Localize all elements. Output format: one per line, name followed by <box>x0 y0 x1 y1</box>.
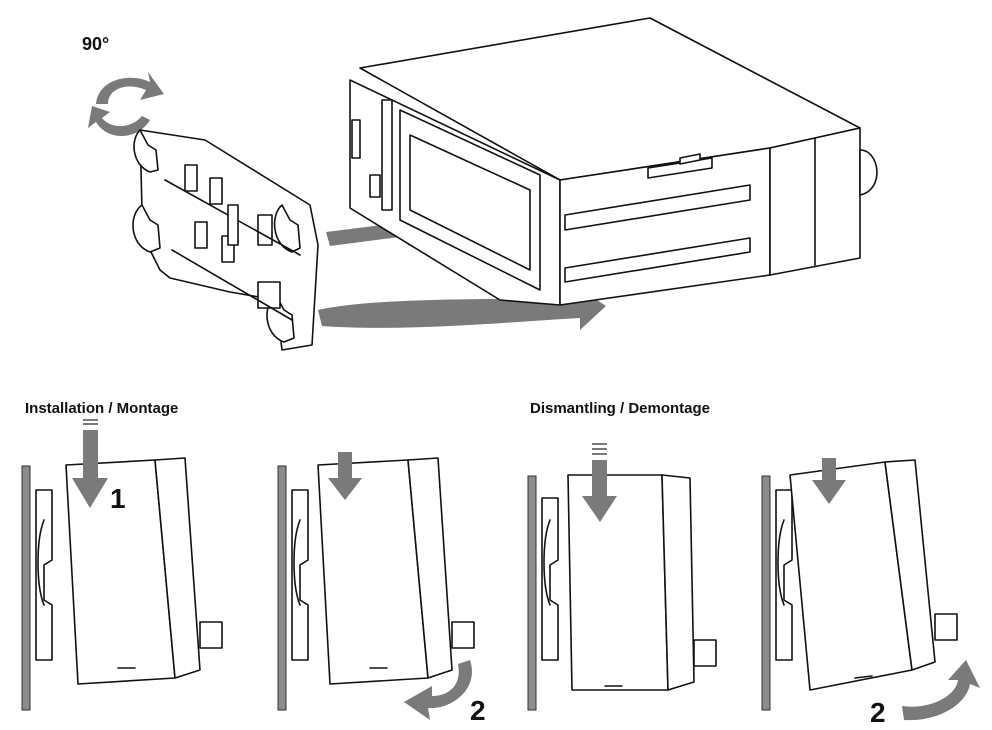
side-view-dismantling-1 <box>527 443 717 711</box>
push-arrow-icon <box>326 210 430 246</box>
down-arrow-icon <box>328 452 362 500</box>
device-housing <box>349 17 878 306</box>
din-clip-bracket <box>132 129 319 351</box>
step-number: 2 <box>870 697 886 728</box>
side-view-dismantling-2: 2 <box>761 458 980 728</box>
down-arrow-icon <box>582 460 617 522</box>
side-view-installation-2: 2 <box>277 452 486 726</box>
step-number: 1 <box>110 483 126 514</box>
mounting-panel <box>21 465 31 711</box>
section-title-dismantling: Dismantling / Demontage <box>530 400 710 417</box>
down-arrow-icon <box>72 430 108 508</box>
device-side <box>567 474 669 691</box>
rotate-arrow-icon <box>88 72 164 137</box>
mounting-panel <box>277 465 287 711</box>
curved-arrow-icon <box>318 286 606 330</box>
curved-arrow-icon <box>902 660 980 721</box>
step-number: 2 <box>470 695 486 726</box>
curved-arrow-icon <box>404 660 472 720</box>
mounting-panel <box>527 475 537 711</box>
mounting-panel <box>761 475 771 711</box>
section-title-installation: Installation / Montage <box>25 400 178 417</box>
rotation-label: 90° <box>82 34 109 54</box>
side-view-installation-1: 1 <box>21 419 223 711</box>
down-arrow-icon <box>812 458 846 504</box>
